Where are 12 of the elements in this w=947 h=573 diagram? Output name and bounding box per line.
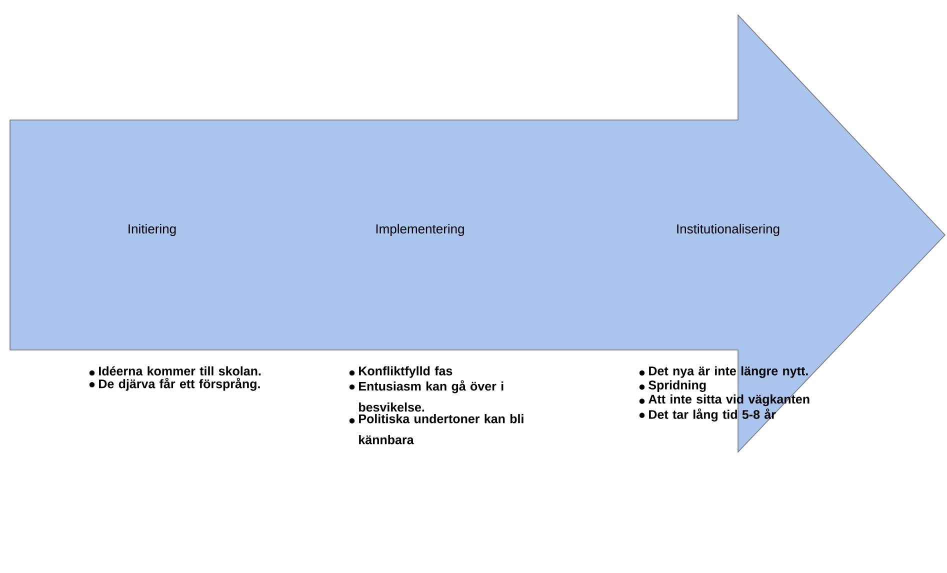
phase-label: Initiering <box>128 224 176 236</box>
bullet-item: Politiska undertoner kan bli kännbara <box>349 414 524 444</box>
phase-label: Institutionalisering <box>677 224 780 236</box>
bullet-item: Idéerna kommer till skolan. <box>89 366 261 376</box>
bullet-item: Det tar lång tid 5-8 år <box>639 408 776 422</box>
bullet-item: Konfliktfylld fas <box>349 366 452 378</box>
bullet-item: Att inte sitta vid vägkanten <box>639 394 810 406</box>
bullet-item: De djärva får ett försprång. <box>89 378 260 391</box>
phase-label: Implementering <box>376 224 464 236</box>
bullet-item: Entusiasm kan gå över i besvikelse. <box>349 380 504 412</box>
bullet-item: Det nya är inte längre nytt. <box>639 366 808 378</box>
bullet-item: Spridning <box>639 380 706 392</box>
